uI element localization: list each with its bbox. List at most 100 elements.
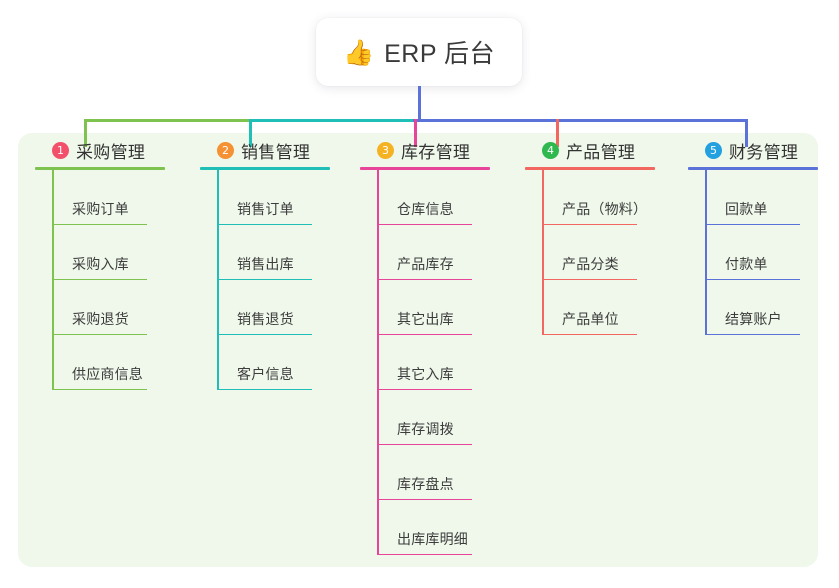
column-index-badge: 1 <box>52 141 69 159</box>
list-item[interactable]: 采购订单 <box>52 170 180 225</box>
connector-bus-segment-1 <box>84 119 250 122</box>
list-item[interactable]: 产品库存 <box>377 225 505 280</box>
list-item-rule <box>542 278 637 280</box>
list-item-rule <box>217 278 312 280</box>
column-spine <box>217 170 219 390</box>
list-item-label: 结算账户 <box>725 311 782 327</box>
column-header-rule <box>200 167 330 170</box>
connector-drop-1 <box>84 119 87 147</box>
column-items: 仓库信息产品库存其它出库其它入库库存调拨库存盘点出库库明细 <box>377 170 505 555</box>
list-item-label: 出库库明细 <box>397 531 468 547</box>
column-title: 销售管理 <box>241 142 311 162</box>
connector-drop-4 <box>556 119 559 147</box>
list-item[interactable]: 产品（物料） <box>542 170 670 225</box>
column-spine <box>542 170 544 335</box>
list-item[interactable]: 销售退货 <box>217 280 345 335</box>
column-items: 回款单付款单结算账户 <box>705 170 833 335</box>
list-item[interactable]: 库存调拨 <box>377 390 505 445</box>
list-item-rule <box>217 333 312 335</box>
list-item[interactable]: 客户信息 <box>217 335 345 390</box>
list-item-label: 回款单 <box>725 201 768 217</box>
list-item-rule <box>705 333 800 335</box>
list-item-rule <box>542 223 637 225</box>
column-1: 1 采购管理采购订单采购入库采购退货供应商信息 <box>30 133 180 390</box>
column-items: 采购订单采购入库采购退货供应商信息 <box>52 170 180 390</box>
list-item-label: 产品单位 <box>562 311 619 327</box>
column-index-badge: 5 <box>705 141 722 159</box>
list-item-label: 客户信息 <box>237 366 294 382</box>
column-header-1[interactable]: 1 采购管理 <box>30 133 180 167</box>
column-header-5[interactable]: 5 财务管理 <box>683 133 833 167</box>
column-header-rule <box>35 167 165 170</box>
list-item[interactable]: 其它出库 <box>377 280 505 335</box>
list-item[interactable]: 其它入库 <box>377 335 505 390</box>
list-item-rule <box>217 388 312 390</box>
connector-drop-2 <box>249 119 252 147</box>
list-item[interactable]: 产品分类 <box>542 225 670 280</box>
column-header-2[interactable]: 2 销售管理 <box>195 133 345 167</box>
list-item-label: 销售退货 <box>237 311 294 327</box>
list-item[interactable]: 销售出库 <box>217 225 345 280</box>
column-spine <box>52 170 54 390</box>
list-item-label: 供应商信息 <box>72 366 143 382</box>
list-item-label: 仓库信息 <box>397 201 454 217</box>
column-spine <box>705 170 707 335</box>
list-item-label: 其它出库 <box>397 311 454 327</box>
column-5: 5 财务管理回款单付款单结算账户 <box>683 133 833 335</box>
list-item-label: 采购订单 <box>72 201 129 217</box>
list-item-label: 库存盘点 <box>397 476 454 492</box>
column-items: 产品（物料） 产品分类产品单位 <box>542 170 670 335</box>
column-index-badge: 2 <box>217 141 234 159</box>
list-item[interactable]: 产品单位 <box>542 280 670 335</box>
column-items: 销售订单销售出库销售退货客户信息 <box>217 170 345 390</box>
list-item-label: 库存调拨 <box>397 421 454 437</box>
list-item-rule <box>52 333 147 335</box>
column-title: 产品管理 <box>566 142 636 162</box>
list-item-rule <box>705 223 800 225</box>
list-item-label: 产品（物料） <box>562 201 648 217</box>
list-item[interactable]: 采购入库 <box>52 225 180 280</box>
list-item-rule <box>217 223 312 225</box>
column-title: 采购管理 <box>76 142 146 162</box>
list-item[interactable]: 库存盘点 <box>377 445 505 500</box>
list-item[interactable]: 付款单 <box>705 225 833 280</box>
column-3: 3 库存管理仓库信息产品库存其它出库其它入库库存调拨库存盘点出库库明细 <box>355 133 505 555</box>
column-header-rule <box>525 167 655 170</box>
column-spine <box>377 170 379 555</box>
list-item-rule <box>377 223 472 225</box>
list-item-label: 产品分类 <box>562 256 619 272</box>
list-item-rule <box>542 333 637 335</box>
diagram-panel <box>18 133 818 567</box>
list-item-rule <box>377 498 472 500</box>
list-item-rule <box>377 443 472 445</box>
connector-drop-5 <box>745 119 748 147</box>
list-item-label: 产品库存 <box>397 256 454 272</box>
list-item-rule <box>52 278 147 280</box>
column-2: 2 销售管理销售订单销售出库销售退货客户信息 <box>195 133 345 390</box>
list-item[interactable]: 出库库明细 <box>377 500 505 555</box>
list-item-label: 付款单 <box>725 256 768 272</box>
list-item[interactable]: 仓库信息 <box>377 170 505 225</box>
list-item[interactable]: 供应商信息 <box>52 335 180 390</box>
list-item-rule <box>377 278 472 280</box>
list-item-rule <box>377 553 472 555</box>
column-header-rule <box>688 167 818 170</box>
column-title: 财务管理 <box>729 142 799 162</box>
root-node[interactable]: 👍 ERP 后台 <box>316 18 522 86</box>
column-index-badge: 3 <box>377 141 394 159</box>
list-item-rule <box>377 333 472 335</box>
thumbs-up-icon: 👍 <box>342 38 375 67</box>
list-item[interactable]: 回款单 <box>705 170 833 225</box>
column-header-3[interactable]: 3 库存管理 <box>355 133 505 167</box>
list-item-label: 采购入库 <box>72 256 129 272</box>
connector-bus-segment-2 <box>249 119 414 122</box>
list-item-rule <box>52 223 147 225</box>
list-item[interactable]: 采购退货 <box>52 280 180 335</box>
column-header-rule <box>360 167 490 170</box>
list-item[interactable]: 销售订单 <box>217 170 345 225</box>
column-title: 库存管理 <box>401 142 471 162</box>
list-item[interactable]: 结算账户 <box>705 280 833 335</box>
connector-bus-segment-3 <box>413 119 746 122</box>
